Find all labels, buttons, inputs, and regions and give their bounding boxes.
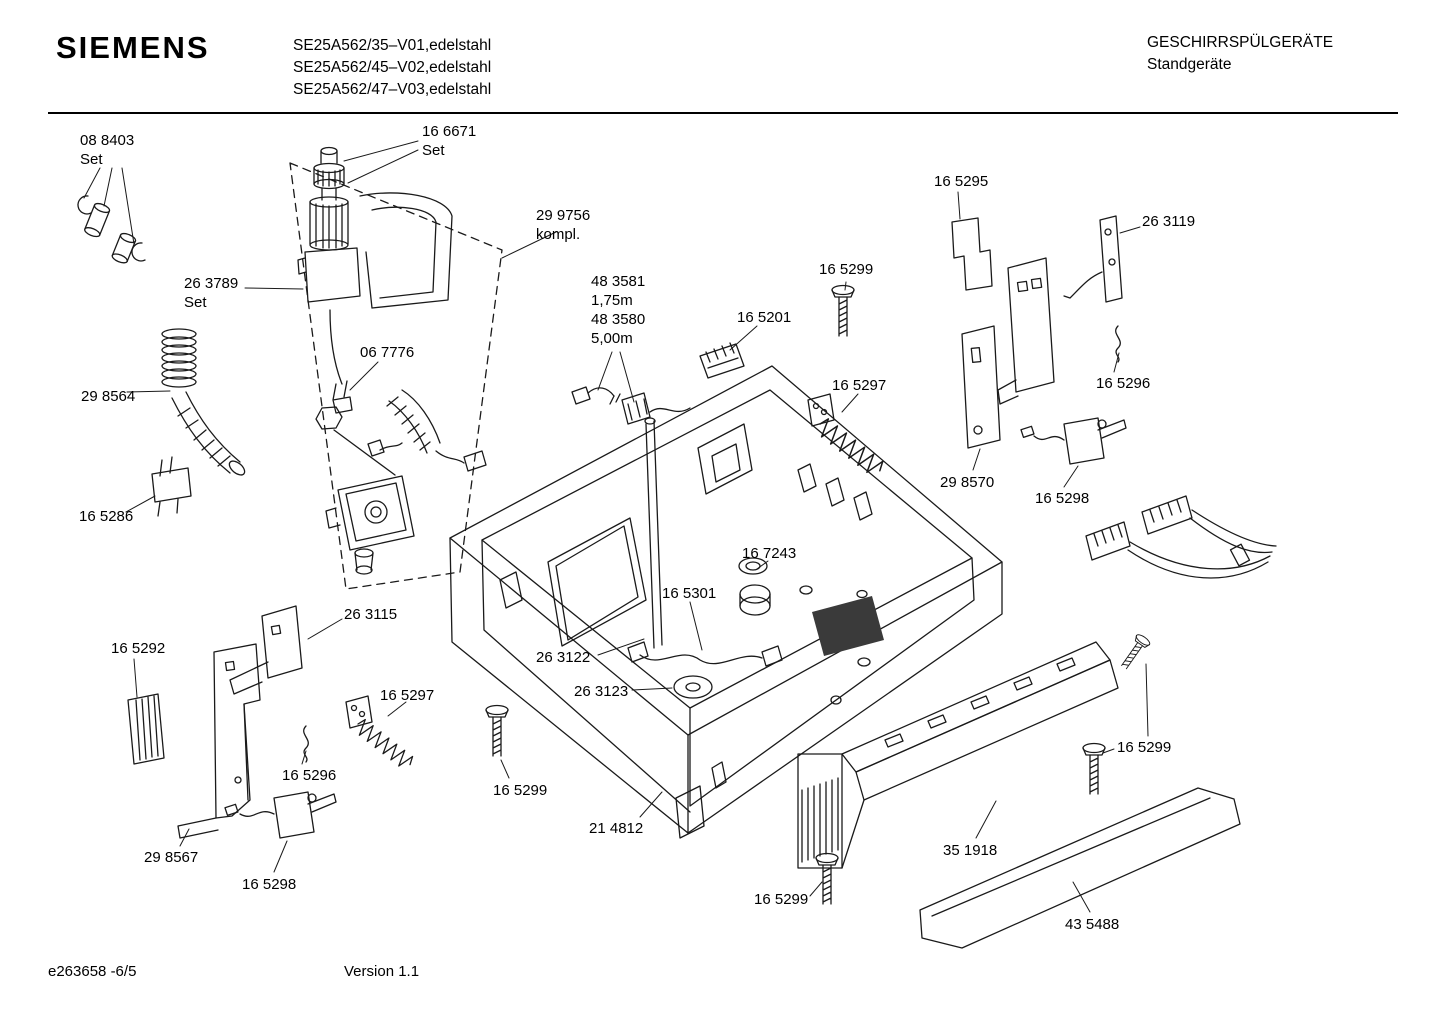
model-line-3: SE25A562/47–V03,edelstahl	[293, 81, 492, 98]
category-subtitle: Standgeräte	[1147, 56, 1232, 73]
model-list: SE25A562/35–V01,edelstahl SE25A562/45–V0…	[293, 35, 491, 101]
leader-lines	[83, 140, 1149, 913]
right-brackets-drawing	[807, 215, 1127, 479]
plinth-panel-drawing	[919, 787, 1241, 949]
document-category: GESCHIRRSPÜLGERÄTE Standgeräte	[1147, 32, 1333, 76]
header-divider	[48, 112, 1398, 114]
subassembly-dashed-boundary	[289, 162, 503, 590]
siemens-logo: SIEMENS	[56, 30, 210, 65]
connector-165201-drawing	[699, 342, 745, 379]
wiring-harness-drawing	[1085, 495, 1277, 579]
bottom-screws-drawing	[815, 632, 1152, 905]
clip-165286-drawing	[151, 456, 192, 517]
model-line-2: SE25A562/45–V02,edelstahl	[293, 59, 492, 76]
left-brackets-drawing	[127, 605, 509, 839]
clamp-set-drawing	[77, 195, 146, 264]
base-tub-drawing	[449, 365, 1003, 839]
spring-and-hose-drawing	[161, 328, 246, 476]
category-title: GESCHIRRSPÜLGERÄTE	[1147, 34, 1334, 51]
model-line-1: SE25A562/35–V01,edelstahl	[293, 37, 492, 54]
supply-hose-drawing	[571, 386, 691, 425]
aquastop-assembly-drawing	[297, 146, 487, 575]
version-label: Version 1.1	[344, 963, 420, 980]
document-id: e263658 -6/5	[48, 963, 137, 980]
front-panel-drawing	[797, 641, 1119, 869]
